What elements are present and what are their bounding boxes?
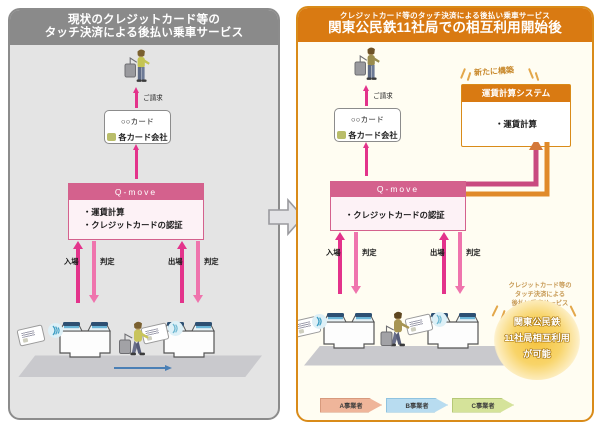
- exit-label-right: 出場: [430, 247, 445, 257]
- traveler-with-suitcase-icon: [119, 322, 149, 356]
- left-panel-header: 現状のクレジットカード等の タッチ決済による後払い乗車サービス: [10, 10, 278, 46]
- exit-down-arrow-right: [454, 231, 465, 294]
- left-header-line2: タッチ決済による後払い乗車サービス: [44, 27, 244, 40]
- qmove-items-left: ・運賃計算 ・クレジットカードの認証: [69, 200, 203, 232]
- entry-judge-label-right: 判定: [362, 247, 377, 257]
- billing-arrow-left: [133, 87, 138, 109]
- operator-chevron: B事業者: [386, 397, 448, 413]
- exit-label-left: 出場: [168, 257, 183, 267]
- right-panel-header: クレジットカード等のタッチ決済による後払い乗車サービス 関東公民鉄11社局での相…: [298, 8, 592, 42]
- fare-system-title: 運賃計算システム: [462, 84, 570, 103]
- nfc-wave-icon: [168, 321, 183, 337]
- current-service-panel: 現状のクレジットカード等の タッチ決済による後払い乗車サービス ご請求: [8, 8, 280, 420]
- entry-label-right: 入場: [326, 247, 341, 257]
- spark-icon: [460, 67, 466, 79]
- right-arrow-icon: [268, 198, 304, 236]
- burst-line1: 関東公民鉄: [513, 317, 561, 327]
- direction-arrow-left: [114, 364, 172, 371]
- card-brand-label-right: ○○カード: [350, 114, 385, 124]
- nfc-wave-icon: [48, 323, 63, 339]
- after-interoperability-panel: クレジットカード等のタッチ決済による後払い乗車サービス 関東公民鉄11社局での相…: [296, 6, 594, 422]
- exit-down-arrow-left: [192, 241, 203, 304]
- settlement-arrow-left: [133, 144, 138, 180]
- spark-icon: [534, 71, 540, 81]
- card-company-box-left: ○○カード 各カード会社: [104, 110, 171, 145]
- exit-judge-label-right: 判定: [466, 247, 481, 257]
- card-chip-icon: [107, 133, 117, 142]
- qmove-items-right: ・クレジットカードの認証: [331, 197, 465, 222]
- ticket-gate-icon: [59, 322, 111, 359]
- qmove-item: ・クレジットカードの認証: [345, 210, 445, 221]
- card-company-box-right: ○○カード 各カード会社: [334, 107, 401, 142]
- entry-judge-label-left: 判定: [100, 257, 115, 267]
- platform-left: [18, 355, 262, 378]
- left-panel-body: ご請求 ○○カード 各カード会社 Q-move ・運賃計算 ・クレジットカードの…: [10, 45, 278, 418]
- new-build-label: 新たに構築: [473, 65, 515, 77]
- fare-calculation-system-box: 運賃計算システム ・運賃計算: [461, 83, 571, 147]
- operator-chevron: A事業者: [320, 397, 382, 413]
- right-header-main: 関東公民鉄11社局での相互利用開始後: [328, 20, 562, 36]
- exit-up-arrow-left: [176, 241, 187, 304]
- card-company-label-right: 各カード会社: [335, 129, 400, 141]
- billing-label-right: ご請求: [373, 92, 393, 100]
- ticket-gate-icon: [427, 312, 479, 349]
- exit-up-arrow-right: [438, 231, 449, 294]
- qmove-title-left: Q-move: [69, 184, 203, 200]
- card-brand-label-left: ○○カード: [120, 117, 155, 127]
- nfc-wave-icon: [432, 311, 447, 327]
- exit-judge-label-left: 判定: [204, 257, 219, 267]
- billing-arrow-right: [363, 84, 368, 106]
- entry-down-arrow-left: [88, 241, 99, 304]
- qmove-title-right: Q-move: [331, 181, 465, 198]
- left-header-line1: 現状のクレジットカード等の: [67, 14, 221, 26]
- callout-line1: クレジットカード等の: [508, 282, 572, 289]
- credit-card-icon: [16, 324, 46, 348]
- operator-chevron: C事業者: [452, 397, 514, 413]
- qmove-item: ・運賃計算: [83, 206, 125, 217]
- ticket-gate-icon: [323, 312, 375, 349]
- billing-label-left: ご請求: [143, 95, 163, 103]
- qmove-item: ・クレジットカードの認証: [83, 219, 183, 230]
- right-header-sub: クレジットカード等のタッチ決済による後払い乗車サービス: [339, 11, 551, 20]
- entry-up-arrow-right: [334, 231, 345, 294]
- spark-icon: [528, 67, 534, 79]
- entry-up-arrow-left: [72, 241, 83, 304]
- platform-right: [304, 345, 536, 366]
- nfc-wave-icon: [312, 313, 327, 329]
- fare-request-arrow: [451, 141, 543, 187]
- traveler-with-suitcase-icon: [354, 47, 380, 80]
- card-chip-icon: [337, 130, 347, 139]
- entry-down-arrow-right: [350, 231, 361, 294]
- spark-icon: [466, 71, 472, 81]
- qmove-box-left: Q-move ・運賃計算 ・クレジットカードの認証: [68, 183, 204, 241]
- burst-line2: 11社局相互利用: [504, 333, 570, 343]
- entry-label-left: 入場: [64, 257, 79, 267]
- burst-line3: が可能: [523, 349, 551, 359]
- callout-line2: タッチ決済による: [514, 290, 566, 298]
- traveler-with-suitcase-icon: [380, 311, 410, 346]
- card-company-label-left: 各カード会社: [105, 131, 170, 143]
- settlement-arrow-right: [363, 141, 368, 176]
- traveler-with-suitcase-icon: [124, 49, 150, 83]
- interoperability-burst: 関東公民鉄 11社局相互利用 が可能: [494, 300, 580, 380]
- right-panel-body: ご請求 ○○カード 各カード会社 新たに構築 運賃計算システム ・運賃計算: [298, 42, 592, 420]
- fare-system-item: ・運賃計算: [495, 119, 537, 130]
- qmove-box-right: Q-move ・クレジットカードの認証: [330, 180, 466, 231]
